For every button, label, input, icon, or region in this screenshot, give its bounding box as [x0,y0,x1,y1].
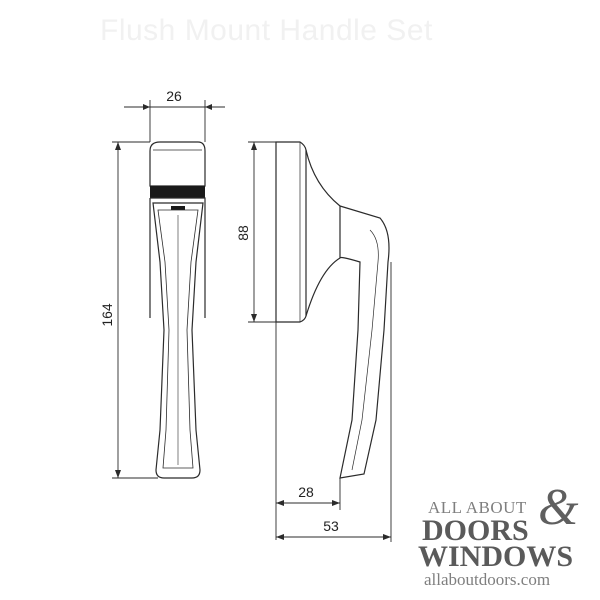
side-neck [305,149,341,317]
brand-logo: ALL ABOUT & DOORS WINDOWS allaboutdoors.… [410,482,594,592]
front-base-plate [149,262,206,318]
dim-top-width [124,100,225,142]
side-view [275,141,390,479]
front-lever [152,202,204,479]
dim-total-depth-label: 53 [323,518,339,534]
logo-line2: DOORS [422,514,529,547]
dim-base-height [248,141,276,323]
side-base-plate [275,141,307,323]
dim-lever-offset [275,322,341,540]
dim-total-height [112,141,158,479]
logo-ampersand: & [538,479,579,536]
front-neck-band [150,186,205,198]
logo-url: allaboutdoors.com [424,570,551,589]
side-lever [339,205,390,479]
dim-base-height-label: 88 [235,225,251,241]
dim-lever-offset-label: 28 [298,484,314,500]
front-top-cap [149,141,206,187]
front-view [149,141,206,479]
dim-total-height-label: 164 [99,303,115,327]
logo-line1: ALL ABOUT [428,498,527,517]
dim-total-depth [276,262,392,542]
watermark-title: Flush Mount Handle Set [100,14,433,47]
dim-top-width-label: 26 [166,88,182,104]
logo-line3: WINDOWS [418,540,574,573]
